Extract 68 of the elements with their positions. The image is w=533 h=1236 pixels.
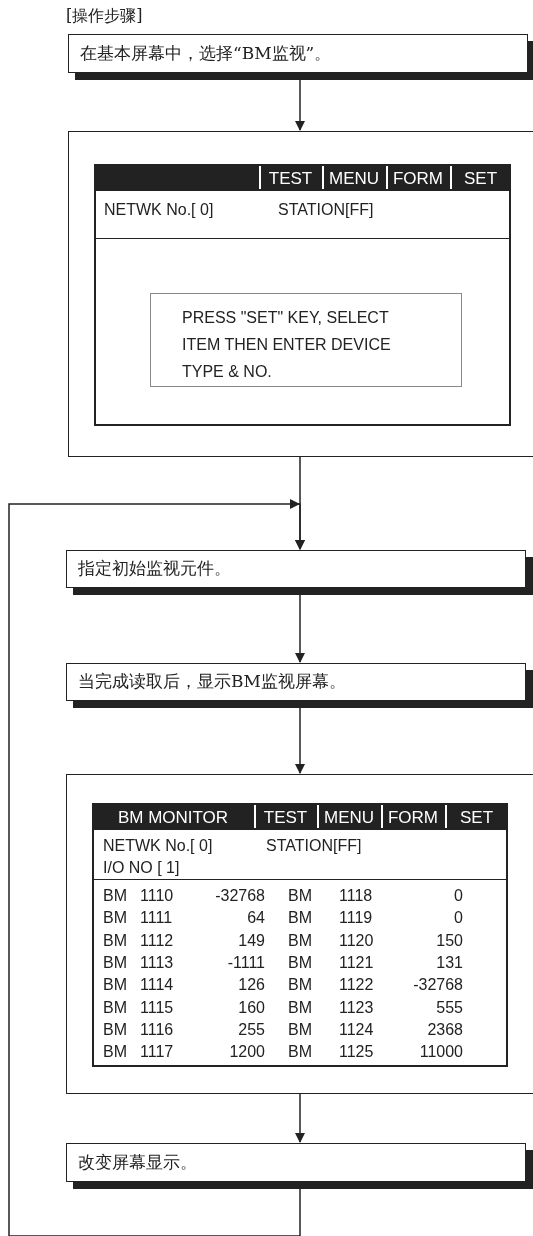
- device-number: 1112: [140, 930, 174, 951]
- screen-panel: [68, 131, 533, 457]
- device-name: BM: [288, 908, 312, 929]
- device-number: 1111: [140, 908, 173, 929]
- monitor-screen: [92, 803, 508, 1067]
- screen-title: BM MONITOR: [116, 807, 230, 829]
- device-name: BM: [103, 975, 127, 996]
- device-value: 555: [436, 997, 463, 1018]
- device-name: BM: [103, 908, 127, 929]
- device-value: -1111: [227, 952, 265, 973]
- screen-panel: [66, 774, 533, 1094]
- device-name: BM: [103, 930, 127, 951]
- device-number: 1116: [140, 1019, 174, 1040]
- device-number: 1122: [339, 975, 374, 996]
- device-number: 1117: [140, 1042, 174, 1063]
- menu-label: FORM: [386, 807, 439, 829]
- menu-label: FORM: [391, 168, 444, 190]
- device-value: -32768: [215, 886, 265, 906]
- menu-label: SET: [462, 168, 499, 190]
- device-number: 1120: [339, 930, 374, 951]
- device-number: 1115: [140, 997, 174, 1018]
- device-value: 2368: [427, 1019, 463, 1040]
- device-number: 1110: [140, 886, 174, 906]
- device-value: 160: [238, 997, 265, 1018]
- status-text: NETWK No.[ 0]: [104, 200, 214, 220]
- menu-label: MENU: [327, 168, 381, 190]
- device-value: 150: [436, 930, 463, 951]
- device-number: 1113: [140, 952, 174, 973]
- device-number: 1118: [339, 886, 373, 906]
- status-text: STATION[FF]: [266, 836, 362, 856]
- device-number: 1124: [339, 1019, 374, 1040]
- device-name: BM: [288, 952, 312, 973]
- device-name: BM: [103, 997, 127, 1018]
- device-value: -32768: [413, 975, 463, 996]
- status-text: STATION[FF]: [278, 200, 374, 220]
- device-value: 131: [436, 952, 463, 973]
- menu-label: SET: [458, 807, 495, 829]
- menu-label: TEST: [267, 168, 314, 190]
- status-text: I/O NO [ 1]: [103, 858, 180, 878]
- device-value: 11000: [419, 1042, 463, 1063]
- device-number: 1121: [339, 952, 374, 973]
- device-number: 1114: [140, 975, 174, 996]
- device-name: BM: [288, 1019, 312, 1040]
- message-box: PRESS "SET" KEY, SELECT ITEM THEN ENTER DEVICE TYPE & NO.: [150, 293, 462, 387]
- device-name: BM: [288, 997, 312, 1018]
- device-value: 64: [247, 908, 265, 929]
- device-name: BM: [288, 1042, 312, 1063]
- menu-label: TEST: [262, 807, 309, 829]
- device-name: BM: [288, 975, 312, 996]
- device-value: 1200: [229, 1042, 265, 1063]
- device-name: BM: [288, 930, 312, 951]
- device-value: 149: [238, 930, 265, 951]
- device-name: BM: [103, 886, 127, 906]
- device-number: 1123: [339, 997, 374, 1018]
- status-text: NETWK No.[ 0]: [103, 836, 213, 856]
- device-name: BM: [103, 1042, 127, 1063]
- monitor-screen: [94, 164, 511, 426]
- menu-label: MENU: [322, 807, 376, 829]
- device-number: 1125: [339, 1042, 374, 1063]
- heading: [操作步骤]: [66, 6, 143, 27]
- device-value: 0: [454, 886, 463, 906]
- device-name: BM: [103, 952, 127, 973]
- device-value: 0: [454, 908, 463, 929]
- device-value: 255: [238, 1019, 265, 1040]
- device-value: 126: [238, 975, 265, 996]
- device-name: BM: [103, 1019, 127, 1040]
- device-name: BM: [288, 886, 312, 906]
- device-number: 1119: [339, 908, 373, 929]
